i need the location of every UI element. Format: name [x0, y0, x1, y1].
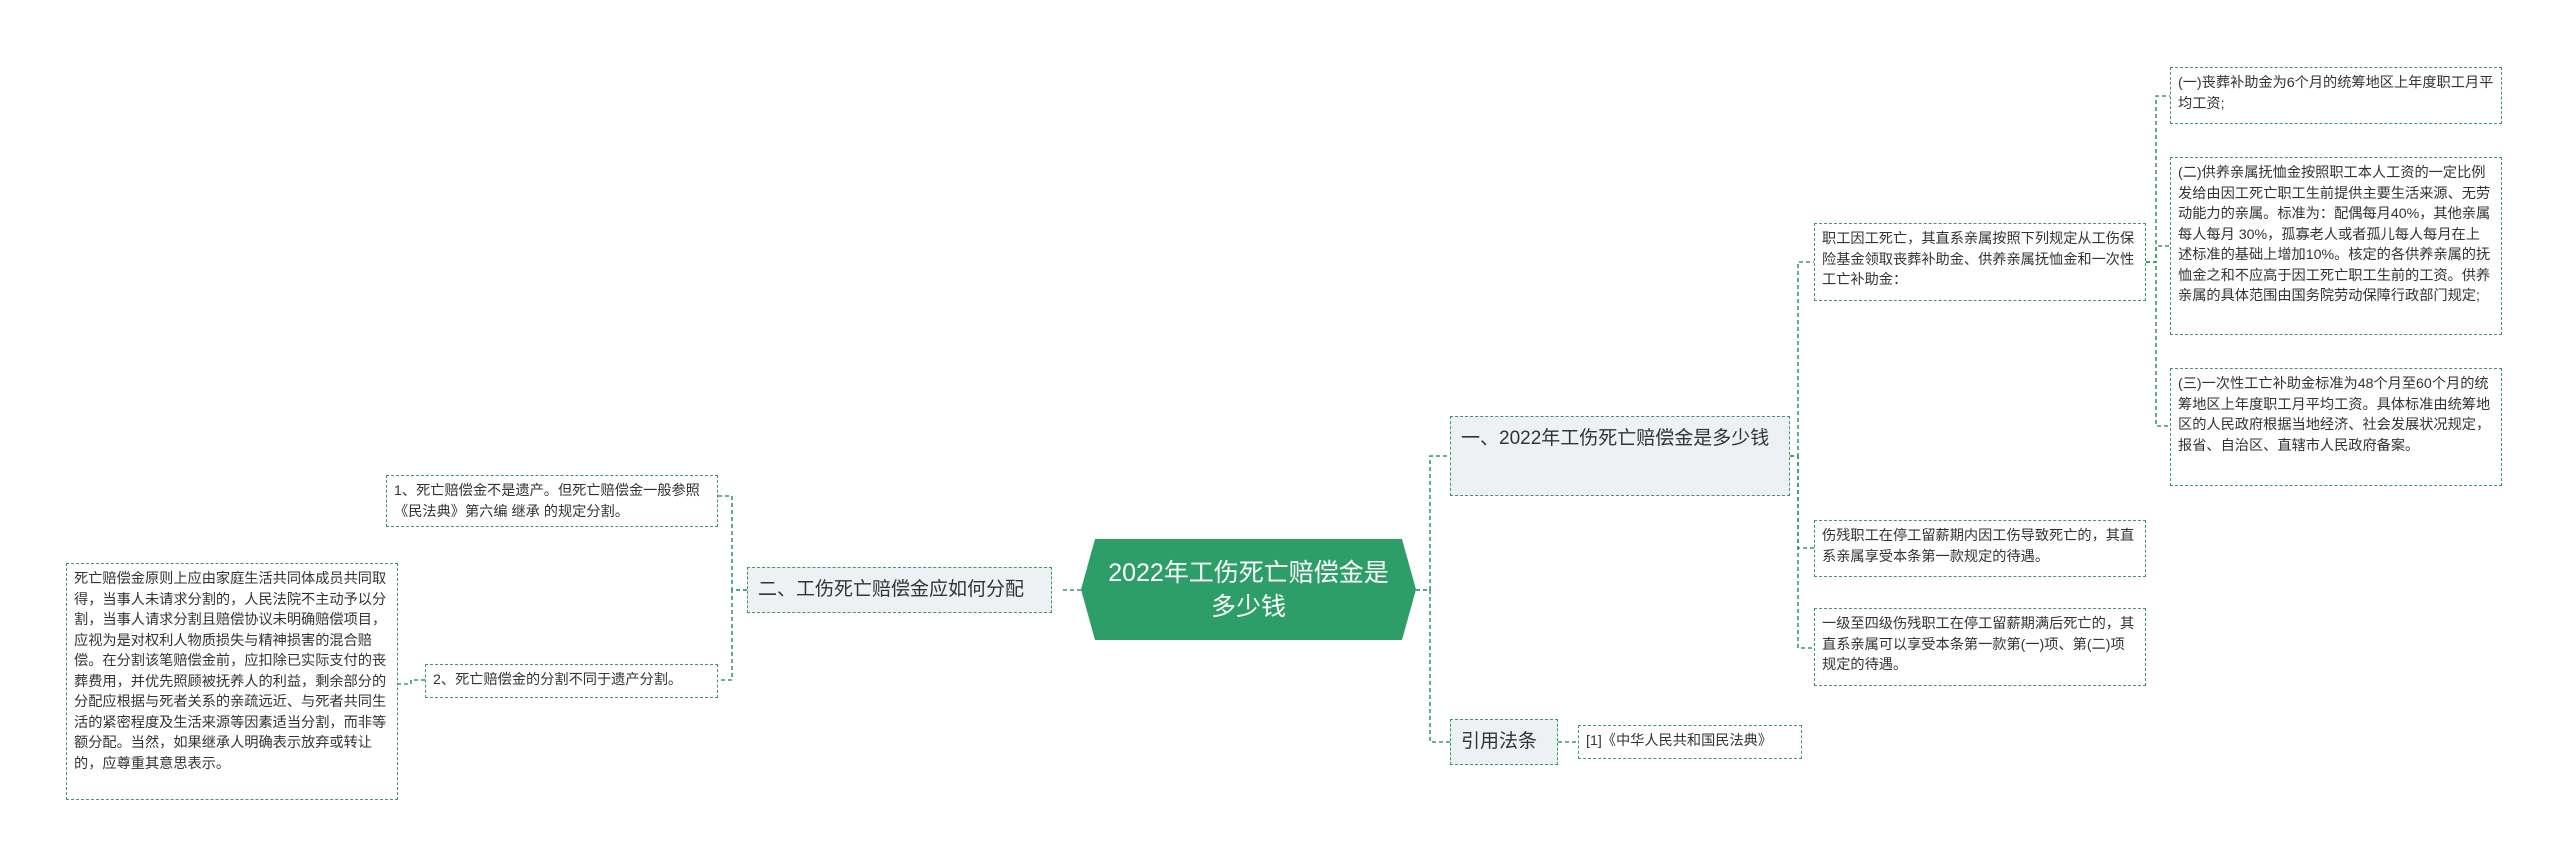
link-b2-b2_2 — [718, 589, 747, 681]
link-b2_2-b2_2_1 — [398, 679, 425, 685]
central-topic[interactable]: 2022年工伤死亡赔偿金是多少钱 — [1081, 539, 1416, 640]
branch-compensation-distribution[interactable]: 二、工伤死亡赔偿金应如何分配 — [747, 567, 1052, 613]
link-center-b1 — [1416, 455, 1450, 591]
leaf-funeral-subsidy[interactable]: (一)丧葬补助金为6个月的统筹地区上年度职工月平均工资; — [2170, 67, 2502, 124]
leaf-disability-death[interactable]: 一级至四级伤残职工在停工留薪期满后死亡的，其直系亲属可以享受本条第一款第(一)项… — [1814, 608, 2146, 686]
link-b1_1-b1_1_3 — [2146, 261, 2170, 427]
link-b1-b1_3 — [1790, 455, 1814, 649]
link-b1-b1_2 — [1790, 455, 1814, 549]
leaf-division-differs[interactable]: 2、死亡赔偿金的分割不同于遗产分割。 — [425, 664, 718, 698]
leaf-not-inheritance[interactable]: 1、死亡赔偿金不是遗产。但死亡赔偿金一般参照《民法典》第六编 继承 的规定分割。 — [386, 475, 718, 527]
leaf-lump-sum-subsidy[interactable]: (三)一次性工亡补助金标准为48个月至60个月的统筹地区上年度职工月平均工资。具… — [2170, 368, 2502, 486]
link-b1_1-b1_1_2 — [2146, 245, 2170, 263]
link-center-b3 — [1416, 589, 1450, 743]
link-b1-b1_1 — [1790, 261, 1814, 457]
link-b1_1-b1_1_1 — [2146, 95, 2170, 263]
branch-death-compensation-amount[interactable]: 一、2022年工伤死亡赔偿金是多少钱 — [1450, 416, 1790, 496]
link-b2-b2_1 — [718, 495, 747, 591]
leaf-division-principles[interactable]: 死亡赔偿金原则上应由家庭生活共同体成员共同取得，当事人未请求分割的，人民法院不主… — [66, 563, 398, 800]
leaf-dependent-pension[interactable]: (二)供养亲属抚恤金按照职工本人工资的一定比例发给由因工死亡职工生前提供主要生活… — [2170, 157, 2502, 335]
branch-cited-law[interactable]: 引用法条 — [1450, 719, 1558, 765]
leaf-death-benefits-rule[interactable]: 职工因工死亡，其直系亲属按照下列规定从工伤保险基金领取丧葬补助金、供养亲属抚恤金… — [1814, 223, 2146, 301]
leaf-civil-code-reference[interactable]: [1]《中华人民共和国民法典》 — [1578, 725, 1802, 759]
leaf-death-during-leave[interactable]: 伤残职工在停工留薪期内因工伤导致死亡的，其直系亲属享受本条第一款规定的待遇。 — [1814, 520, 2146, 577]
